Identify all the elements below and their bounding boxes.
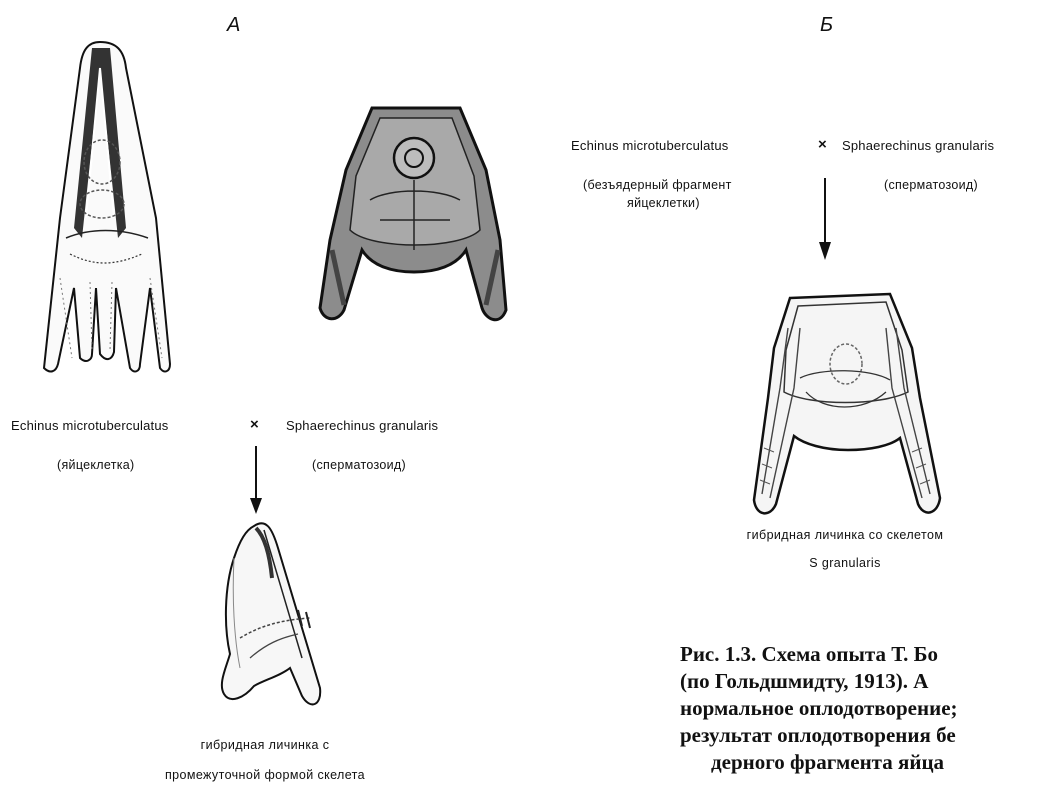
- panel-a-male-note: (сперматозоид): [312, 458, 406, 472]
- panel-b-male-note: (сперматозоид): [884, 178, 978, 192]
- figure-caption-line3: нормальное оплодотворение;: [680, 695, 958, 722]
- panel-b-female-note-line1: (безъядерный фрагмент: [583, 178, 732, 192]
- panel-a-letter: А: [227, 14, 240, 37]
- figure-caption-line4: результат оплодотворения бе: [680, 722, 956, 749]
- panel-a-arrow: [246, 446, 266, 516]
- panel-a-cross-symbol: ×: [250, 416, 259, 433]
- panel-b-arrow: [815, 178, 835, 262]
- panel-b-female-note-line2: яйцеклетки): [627, 196, 700, 210]
- panel-b-female-species: Echinus microtuberculatus: [571, 138, 728, 153]
- echinus-pluteus-drawing: [30, 38, 180, 378]
- hybrid-larva-b-drawing: [740, 288, 950, 526]
- panel-a-male-species: Sphaerechinus granularis: [286, 418, 438, 433]
- hybrid-larva-a-drawing: [210, 518, 340, 718]
- figure-caption-line1: Рис. 1.3. Схема опыта Т. Бо: [680, 641, 938, 668]
- panel-b-result-line2: S granularis: [760, 556, 930, 570]
- panel-a-female-species: Echinus microtuberculatus: [11, 418, 168, 433]
- panel-b-male-species: Sphaerechinus granularis: [842, 138, 994, 153]
- panel-b-letter: Б: [820, 14, 833, 37]
- panel-b-result-line1: гибридная личинка со скелетом: [700, 528, 990, 542]
- panel-b-cross-symbol: ×: [818, 136, 827, 153]
- panel-a-female-note: (яйцеклетка): [57, 458, 135, 472]
- sphaerechinus-pluteus-drawing: [310, 100, 520, 330]
- panel-a-result-line2: промежуточной формой скелета: [148, 768, 382, 782]
- figure-caption-line2: (по Гольдшмидту, 1913). А: [680, 668, 928, 695]
- panel-a-result-line1: гибридная личинка с: [170, 738, 360, 752]
- figure-caption-line5: дерного фрагмента яйца: [711, 749, 944, 776]
